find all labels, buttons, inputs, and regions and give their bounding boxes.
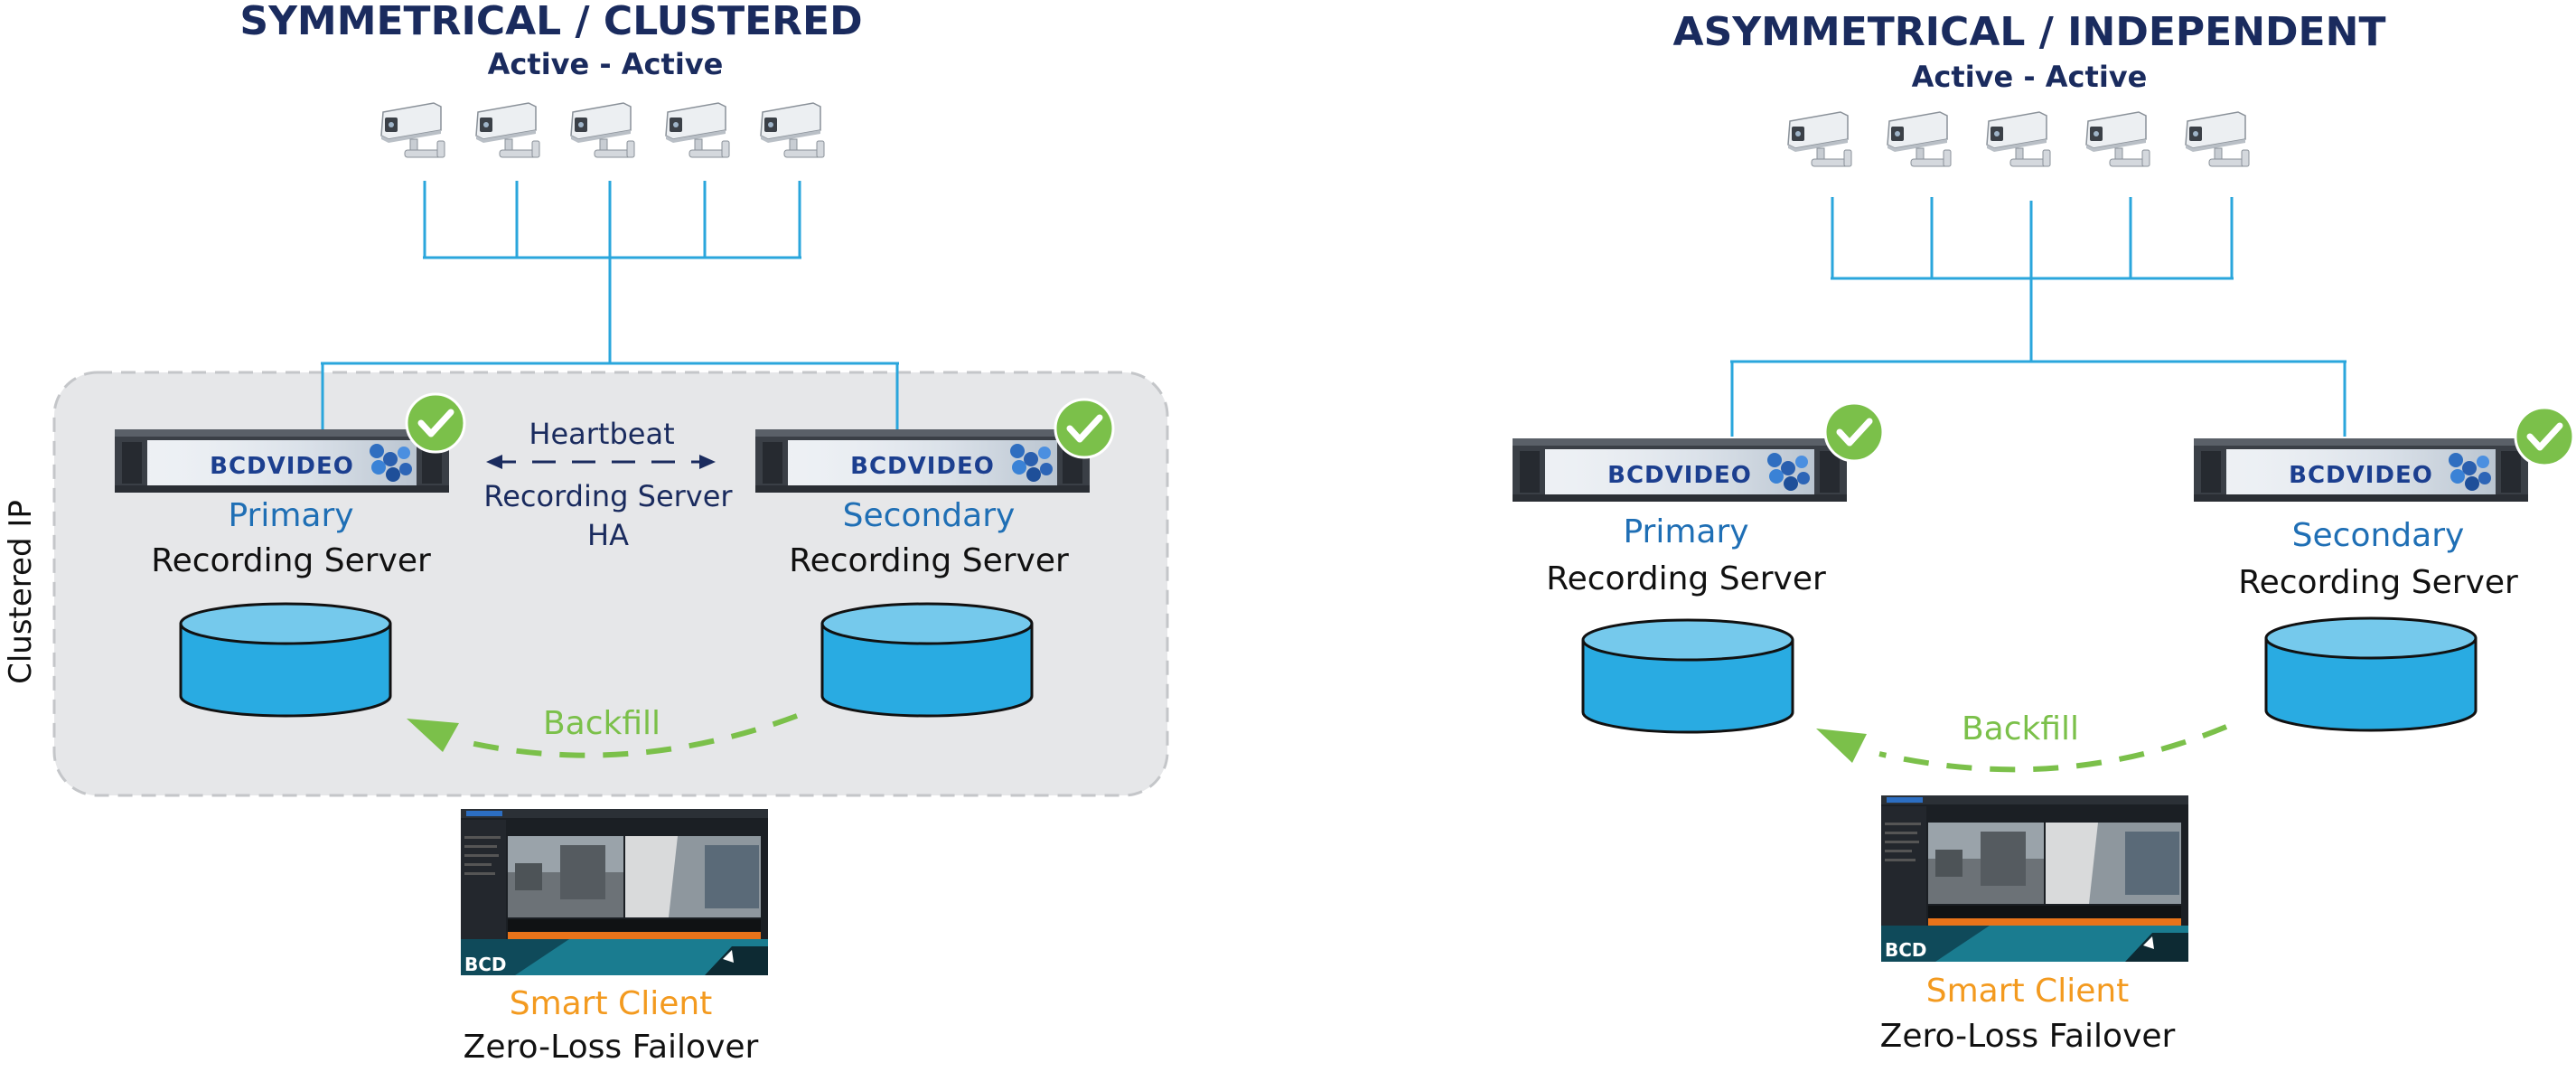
heartbeat-link: Heartbeat Recording Server HA — [483, 417, 733, 552]
left-subtitle: Active - Active — [488, 47, 724, 81]
server-brand: BCDVIDEO — [1607, 462, 1752, 489]
heartbeat-sub2: HA — [587, 518, 629, 552]
camera-icon — [2185, 111, 2250, 167]
backfill-arrow: Backfill — [407, 705, 799, 758]
camera-icon — [1787, 111, 1852, 167]
client-brand: BCD — [464, 954, 507, 975]
check-icon — [407, 394, 464, 452]
cluster-label: Clustered IP — [3, 500, 39, 684]
camera-icon — [760, 102, 825, 158]
backfill-label: Backfill — [543, 705, 660, 742]
secondary-label: Recording Server — [2238, 564, 2518, 601]
smart-client: BCD Smart Client Zero-Loss Failover — [461, 809, 768, 1066]
monitor-screenshot-icon — [1881, 795, 2188, 962]
database-icon — [2264, 616, 2478, 732]
check-icon — [1055, 400, 1113, 457]
backfill-label: Backfill — [1962, 710, 2079, 748]
left-panel: SYMMETRICAL / CLUSTERED Active - Active … — [3, 0, 1169, 1066]
right-title: ASYMMETRICAL / INDEPENDENT — [1673, 9, 2386, 55]
camera-icon — [570, 102, 635, 158]
smart-client: BCD Smart Client Zero-Loss Failover — [1880, 795, 2188, 1055]
client-subtitle: Zero-Loss Failover — [1880, 1018, 2176, 1055]
heartbeat-label: Heartbeat — [529, 417, 674, 451]
database-icon — [179, 602, 392, 718]
camera-icon — [1986, 111, 2051, 167]
left-title: SYMMETRICAL / CLUSTERED — [239, 0, 862, 44]
right-panel: ASYMMETRICAL / INDEPENDENT Active - Acti… — [1513, 9, 2573, 1055]
server-brand: BCDVIDEO — [2289, 462, 2433, 489]
secondary-server: BCDVIDEO Secondary Recording Server — [755, 400, 1113, 718]
network-wiring — [321, 181, 899, 429]
database-icon — [820, 602, 1034, 718]
client-title: Smart Client — [1926, 973, 2130, 1010]
client-subtitle: Zero-Loss Failover — [464, 1029, 759, 1066]
primary-role: Primary — [228, 497, 353, 534]
primary-role: Primary — [1623, 513, 1748, 550]
heartbeat-sub1: Recording Server — [483, 479, 733, 513]
camera-icon — [2085, 111, 2150, 167]
network-wiring — [1730, 197, 2347, 437]
camera-icon — [475, 102, 540, 158]
primary-label: Recording Server — [1546, 560, 1826, 597]
primary-server: BCDVIDEO Primary Recording Server — [115, 394, 464, 718]
camera-icon — [380, 102, 445, 158]
primary-server: BCDVIDEO Primary Recording Server — [1513, 403, 1883, 734]
camera-icon — [1887, 111, 1952, 167]
secondary-role: Secondary — [2292, 517, 2465, 554]
database-icon — [1581, 618, 1794, 734]
secondary-role: Secondary — [843, 497, 1016, 534]
right-subtitle: Active - Active — [1912, 60, 2148, 94]
client-brand: BCD — [1885, 939, 1927, 961]
client-title: Smart Client — [510, 985, 713, 1022]
secondary-server: BCDVIDEO Secondary Recording Server — [2194, 408, 2573, 732]
check-icon — [1825, 403, 1883, 461]
backfill-arrow: Backfill — [1816, 710, 2228, 773]
camera-icon — [665, 102, 730, 158]
primary-label: Recording Server — [151, 542, 431, 579]
server-brand: BCDVIDEO — [210, 453, 354, 480]
server-brand: BCDVIDEO — [850, 453, 995, 480]
check-icon — [2515, 408, 2573, 465]
monitor-screenshot-icon — [461, 809, 768, 975]
secondary-label: Recording Server — [789, 542, 1069, 579]
